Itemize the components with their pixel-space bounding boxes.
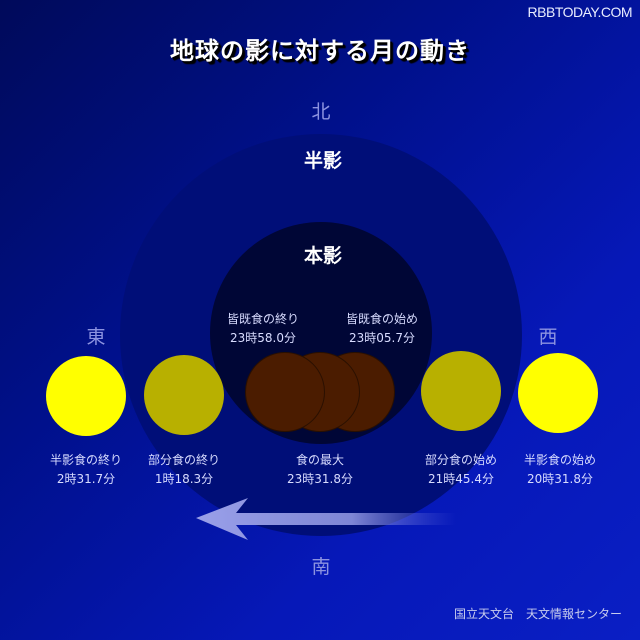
moon-penumbral-end [46, 356, 126, 436]
event-time: 1時18.3分 [154, 472, 214, 486]
event-time: 21時45.4分 [428, 472, 494, 486]
left-arrow-icon [196, 498, 456, 540]
moon-penumbral-start [518, 353, 598, 433]
event-penumbral-start: 半影食の始め 20時31.8分 [500, 451, 620, 489]
moon-partial-end [144, 355, 224, 435]
direction-south: 南 [311, 556, 331, 578]
event-partial-start: 部分食の始め 21時45.4分 [401, 451, 521, 489]
event-time: 20時31.8分 [527, 472, 593, 486]
umbra-label: 本影 [303, 245, 342, 267]
brand-watermark: RBBTODAY.COM [527, 4, 633, 20]
event-time: 23時58.0分 [230, 331, 296, 345]
event-name: 皆既食の始め [345, 312, 418, 326]
page-title: 地球の影に対する月の動き [170, 36, 470, 65]
direction-east: 東 [86, 326, 106, 348]
penumbra-label: 半影 [303, 150, 342, 172]
event-name: 部分食の終り [147, 453, 220, 467]
event-total-end: 皆既食の終り 23時58.0分 [203, 310, 323, 348]
event-name: 部分食の始め [424, 453, 497, 467]
event-name: 皆既食の終り [226, 312, 299, 326]
credit-text: 国立天文台 天文情報センター [453, 607, 622, 621]
event-maximum: 食の最大 23時31.8分 [260, 451, 380, 489]
moon-total-end [245, 352, 325, 432]
event-time: 23時05.7分 [349, 331, 415, 345]
event-time: 23時31.8分 [287, 472, 353, 486]
direction-north: 北 [311, 101, 331, 123]
event-time: 2時31.7分 [56, 472, 116, 486]
moon-partial-start [421, 351, 501, 431]
event-name: 半影食の終り [49, 453, 122, 467]
event-partial-end: 部分食の終り 1時18.3分 [124, 451, 244, 489]
event-name: 半影食の始め [523, 453, 596, 467]
event-penumbral-end: 半影食の終り 2時31.7分 [26, 451, 146, 489]
event-name: 食の最大 [295, 453, 344, 467]
event-total-start: 皆既食の始め 23時05.7分 [322, 310, 442, 348]
direction-west: 西 [538, 326, 558, 348]
